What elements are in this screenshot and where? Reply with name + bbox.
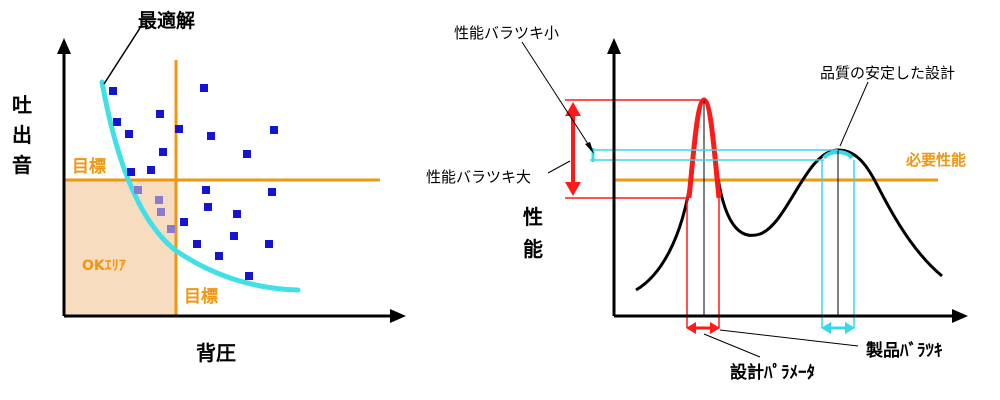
required-performance-label: 必要性能: [905, 151, 966, 169]
cyan-param-arrow-right: [845, 322, 855, 334]
design-point: [230, 232, 238, 240]
pareto-front-curve: [99, 79, 301, 293]
design-point: [180, 218, 188, 226]
design-parameter-label: 設計ﾊﾟﾗﾒｰﾀ: [730, 362, 815, 383]
optimum-pointer: [103, 27, 141, 85]
design-point-ok: [134, 186, 142, 194]
design-point: [268, 188, 276, 196]
design-point: [127, 168, 135, 176]
design-point-ok: [155, 196, 163, 204]
design-point: [243, 150, 251, 158]
cyan-param-arrow-left: [821, 322, 831, 334]
design-point: [109, 87, 117, 95]
ok-area-label: OKｴﾘｱ: [82, 258, 126, 274]
product-variation-label: 製品ﾊﾞﾗﾂｷ: [865, 340, 943, 361]
design-point: [156, 110, 164, 118]
right-y-label-2: 能: [523, 237, 543, 261]
design-point: [202, 186, 210, 194]
right-y-label-1: 性: [523, 205, 543, 229]
left-y-label-3: 音: [12, 153, 32, 177]
left-y-label-2: 出: [12, 123, 32, 147]
large-var-pointer: [547, 160, 571, 174]
design-point: [125, 130, 133, 138]
design-point: [147, 166, 155, 174]
design-point: [204, 203, 212, 211]
small-var-pointer-head: [585, 142, 594, 154]
left-y-label-1: 吐: [12, 93, 32, 117]
design-point: [113, 118, 121, 126]
red-param-arrow-right: [710, 322, 720, 334]
red-variation-arrow-top: [565, 102, 581, 116]
design-point-ok: [167, 225, 175, 233]
design-point: [233, 210, 241, 218]
right-robust-design-chart: 性能バラツキ小 性能バラツキ大 品質の安定した設計 必要性能 性 能 製品ﾊﾞﾗ…: [426, 24, 968, 383]
right-x-axis-arrow: [952, 309, 968, 323]
design-point: [270, 126, 278, 134]
large-variation-label: 性能バラツキ大: [426, 168, 531, 186]
design-points: [109, 84, 278, 280]
design-point: [200, 84, 208, 92]
design-point: [215, 252, 223, 260]
left-y-axis-arrow: [57, 38, 71, 54]
performance-curve: [635, 98, 943, 292]
left-x-axis-arrow: [390, 309, 406, 323]
design-point: [159, 148, 167, 156]
optimum-title: 最適解: [138, 9, 195, 32]
design-point: [245, 272, 253, 280]
product-var-pointer: [719, 329, 859, 347]
design-point: [193, 240, 201, 248]
small-var-pointer: [521, 41, 593, 151]
design-point: [175, 125, 183, 133]
target-v-label: 目標: [184, 286, 218, 307]
design-point: [265, 240, 273, 248]
design-point-ok: [157, 208, 165, 216]
design-param-pointer: [703, 333, 761, 358]
left-pareto-chart: 最適解 吐 出 音 背圧 目標 目標 OKｴﾘｱ: [12, 9, 406, 365]
stable-design-pointer: [839, 81, 869, 147]
red-variation-arrow-bottom: [565, 182, 581, 196]
design-point: [207, 132, 215, 140]
target-h-label: 目標: [72, 156, 106, 177]
red-param-arrow-left: [686, 322, 696, 334]
left-x-label: 背圧: [196, 341, 236, 365]
small-variation-label: 性能バラツキ小: [454, 24, 559, 42]
stable-design-label: 品質の安定した設計: [820, 64, 955, 82]
right-y-axis-arrow: [607, 38, 621, 54]
